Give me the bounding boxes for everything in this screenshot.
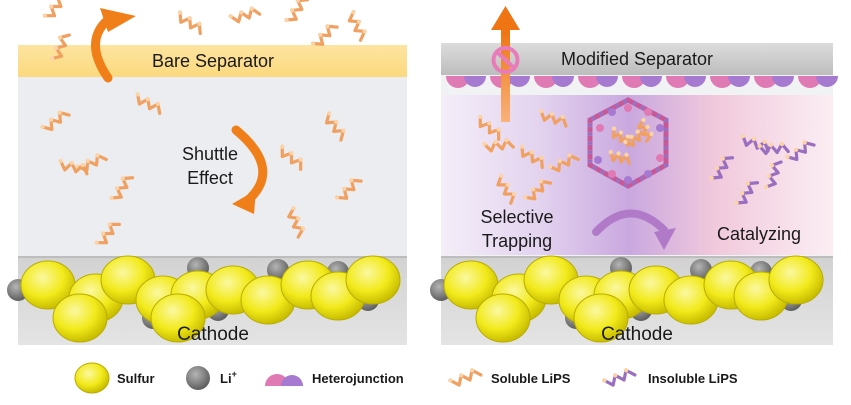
legend-insoluble-label: Insoluble LiPS (648, 371, 738, 386)
left-soluble-lips (40, 0, 367, 245)
legend-li-sup: + (232, 369, 237, 379)
soluble-lips-molecule (287, 206, 306, 239)
heterojunction-unit (534, 76, 558, 88)
shuttle-arrow-up (91, 8, 136, 83)
insoluble-lips-icon (602, 368, 637, 387)
catalyzing-label: Catalyzing (717, 224, 801, 244)
heterojunction-unit (622, 76, 646, 88)
heterojunction-row (446, 76, 838, 88)
soluble-lips-molecule (478, 114, 501, 141)
left-cathode-particles (7, 255, 401, 343)
right-lips (478, 108, 816, 206)
sulfur-particle (345, 255, 401, 305)
right-cathode-particles (430, 255, 824, 343)
catalyzing-arrow (592, 209, 676, 250)
legend-sulfur-label: Sulfur (117, 371, 155, 386)
soluble-lips-molecule (50, 33, 71, 61)
soluble-lips-molecule (310, 24, 339, 46)
trapped-lips-molecule (611, 126, 631, 148)
lithium-ion-icon (186, 366, 210, 390)
bare-separator (18, 45, 407, 77)
sulfur-particle (52, 293, 108, 343)
soluble-lips-molecule (135, 92, 162, 116)
heterojunction-unit (578, 76, 602, 88)
soluble-lips-icon-chain (448, 368, 483, 387)
soluble-lips-molecule (280, 144, 303, 171)
trapped-lips-molecule (636, 117, 654, 143)
blocked-arrow (491, 6, 520, 122)
sulfur-particle (768, 255, 824, 305)
trapping-label-line1: Selective (480, 207, 553, 227)
soluble-lips-molecule (109, 176, 135, 201)
trapped-lips-molecule (608, 149, 631, 166)
heterojunction-unit (446, 76, 470, 88)
modified-separator-label: Modified Separator (561, 49, 713, 69)
sulfur-icon (74, 362, 110, 394)
soluble-lips-molecule (522, 179, 553, 201)
soluble-lips-molecule (42, 0, 69, 18)
heterojunction-unit (666, 76, 690, 88)
soluble-lips-molecule (284, 0, 310, 23)
shuttle-label-line2: Effect (187, 168, 233, 188)
soluble-lips-molecule (177, 10, 202, 36)
right-panel: Modified Separator Selective Trapping Ca… (430, 6, 838, 345)
soluble-lips-molecule (58, 158, 89, 176)
insoluble-lips-molecule (740, 133, 770, 153)
insoluble-lips-molecule (785, 140, 816, 162)
soluble-lips-molecule (228, 6, 262, 24)
sulfur-particle (475, 293, 531, 343)
soluble-lips-icon (448, 368, 483, 387)
soluble-lips-molecule (94, 222, 121, 245)
soluble-lips-molecule (482, 137, 515, 153)
insoluble-lips-molecule (763, 160, 783, 190)
heterojunction-unit (798, 76, 822, 88)
soluble-lips-molecule (324, 111, 346, 142)
left-cathode-label: Cathode (177, 324, 249, 345)
left-panel: Bare Separator Cathode Shuttle Effect (7, 0, 407, 345)
insoluble-lips-molecule (734, 181, 760, 206)
heterojunction-unit (754, 76, 778, 88)
insoluble-lips-molecule (757, 141, 790, 156)
sulfur-particle (573, 293, 629, 343)
legend-sulfur: Sulfur (74, 362, 155, 394)
soluble-lips-molecule (40, 110, 71, 132)
soluble-lips-molecule (496, 173, 517, 205)
sulfur-particle (150, 293, 206, 343)
legend-lithium: Li+ (186, 366, 237, 390)
right-cathode-label: Cathode (601, 324, 673, 345)
bare-separator-label: Bare Separator (152, 51, 274, 71)
trapped-lips-molecule (623, 129, 648, 148)
legend-heterojunction-label: Heterojunction (312, 371, 404, 386)
shuttle-arrow-down (231, 125, 268, 214)
legend-heterojunction: Heterojunction (265, 371, 404, 386)
soluble-lips-molecule (347, 9, 367, 42)
soluble-lips-molecule (519, 144, 544, 170)
heterojunction-unit (710, 76, 734, 88)
block-sign-icon (491, 46, 520, 74)
shuttle-label-line1: Shuttle (182, 144, 238, 164)
legend: Sulfur Li+ Heterojunction Soluble LiPS I… (74, 362, 738, 394)
soluble-lips-molecule (538, 108, 568, 128)
svg-text:Li+: Li+ (220, 369, 237, 386)
soluble-lips-molecule (334, 178, 363, 200)
legend-li-label: Li (220, 371, 232, 386)
insoluble-lips-icon-chain (602, 368, 637, 387)
soluble-lips-molecule (547, 153, 580, 173)
legend-soluble-label: Soluble LiPS (491, 371, 571, 386)
insoluble-lips-molecule (709, 156, 735, 181)
heterojunction-hexagon (587, 97, 669, 189)
trapping-label-line2: Trapping (482, 231, 552, 251)
